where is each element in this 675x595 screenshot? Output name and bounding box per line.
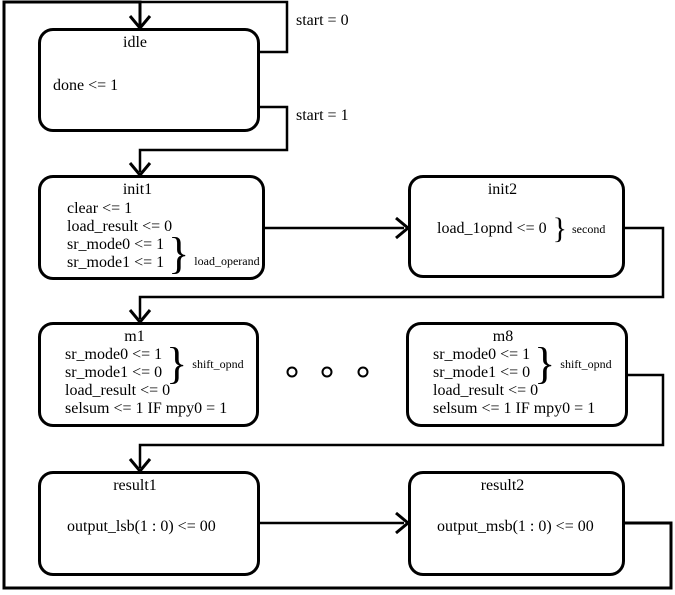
state-action: done <= 1 bbox=[53, 77, 119, 94]
state-action: sr_mode1 <= 0 bbox=[65, 364, 163, 381]
wire-init2-to-m1 bbox=[138, 226, 665, 319]
ellipsis-dot bbox=[321, 366, 333, 378]
wire-m8-to-result1 bbox=[138, 373, 665, 468]
state-result1: result1 output_lsb(1 : 0) <= 00 bbox=[38, 471, 260, 576]
state-action: sr_mode0 <= 1 bbox=[433, 346, 531, 363]
state-action: sr_mode0 <= 1 bbox=[65, 346, 163, 363]
state-title: result2 bbox=[480, 477, 525, 494]
state-title: result1 bbox=[113, 477, 157, 494]
state-action: sr_mode0 <= 1 bbox=[67, 236, 165, 253]
state-m1: m1 sr_mode0 <= 1 sr_mode1 <= 0 } shift_o… bbox=[38, 322, 259, 427]
state-action: sr_mode1 <= 1 bbox=[67, 254, 165, 271]
transition-label-start-1: start = 1 bbox=[296, 107, 349, 124]
wire-idle-self-loop-start0 bbox=[139, 0, 289, 54]
ellipsis-dot bbox=[286, 366, 298, 378]
brace-label: shift_opnd bbox=[192, 356, 244, 371]
state-title: m1 bbox=[124, 328, 145, 345]
brace-icon: } bbox=[166, 339, 188, 388]
state-action: clear <= 1 bbox=[67, 200, 133, 217]
brace-label: load_operand bbox=[194, 253, 260, 268]
ellipsis-dot bbox=[357, 366, 369, 378]
state-action: output_lsb(1 : 0) <= 00 bbox=[67, 518, 216, 535]
brace-label: shift_opnd bbox=[560, 356, 612, 371]
state-title: idle bbox=[123, 34, 147, 51]
state-action: output_msb(1 : 0) <= 00 bbox=[437, 518, 594, 535]
state-title: init1 bbox=[122, 181, 153, 198]
state-action: load_result <= 0 bbox=[65, 382, 171, 399]
state-action: load_result <= 0 bbox=[433, 382, 539, 399]
state-init2: init2 load_1opnd <= 0 } second bbox=[408, 175, 625, 278]
state-action: selsum <= 1 IF mpy0 = 1 bbox=[433, 400, 596, 417]
brace-icon: } bbox=[552, 212, 567, 245]
brace-label: second bbox=[572, 221, 606, 236]
state-result2: result2 output_msb(1 : 0) <= 00 bbox=[408, 471, 625, 576]
brace-icon: } bbox=[534, 339, 556, 388]
state-action: load_result <= 0 bbox=[67, 218, 173, 235]
state-title: init2 bbox=[487, 181, 518, 198]
state-init1: init1 clear <= 1 load_result <= 0 sr_mod… bbox=[38, 175, 265, 280]
state-action: sr_mode1 <= 0 bbox=[433, 364, 531, 381]
state-m8: m8 sr_mode0 <= 1 sr_mode1 <= 0 } shift_o… bbox=[406, 322, 628, 427]
state-title: m8 bbox=[492, 328, 514, 345]
state-idle: idle done <= 1 bbox=[38, 28, 260, 132]
state-action: load_1opnd <= 0 bbox=[437, 220, 547, 237]
state-action: selsum <= 1 IF mpy0 = 1 bbox=[65, 400, 228, 417]
wire-idle-to-init1-start1 bbox=[138, 105, 289, 172]
brace-icon: } bbox=[168, 229, 190, 278]
transition-label-start-0: start = 0 bbox=[296, 12, 349, 29]
